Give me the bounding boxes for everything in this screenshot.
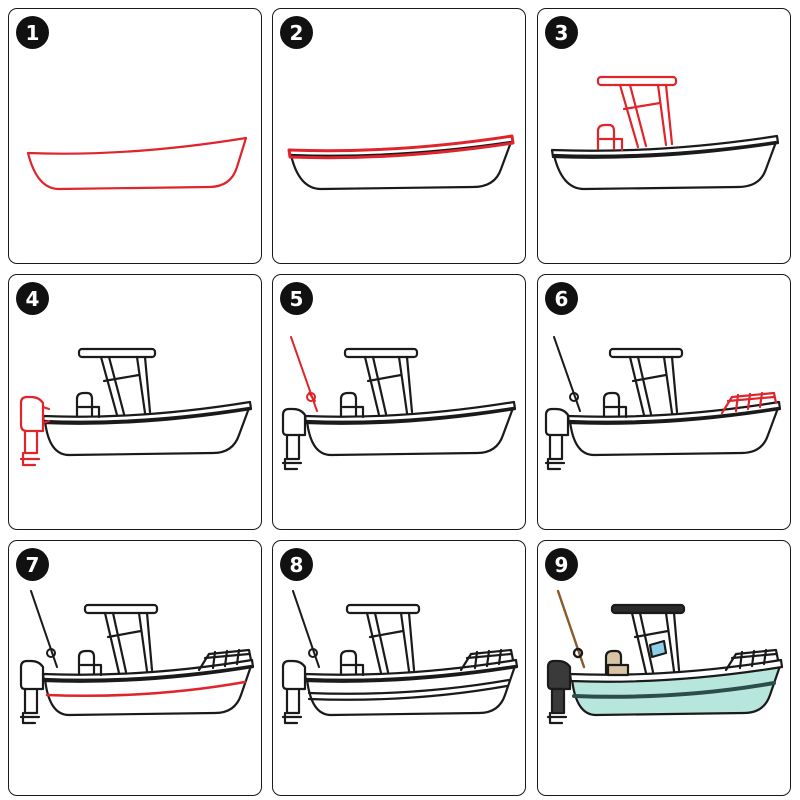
fishing-rod-icon (292, 590, 320, 668)
bow-rail (197, 648, 253, 672)
fishing-rod-icon (556, 589, 586, 669)
windshield (648, 639, 668, 659)
seat (596, 123, 624, 152)
gunwale-rail (41, 658, 255, 683)
step-panel-4: 4 (8, 274, 262, 530)
boat-drawing-step-7 (19, 590, 255, 725)
seat (75, 391, 101, 419)
boat-drawing-step-9 (546, 589, 784, 725)
bow-rail (720, 391, 778, 415)
hull-outline (289, 140, 513, 191)
step-number-badge: 2 (280, 16, 313, 49)
t-top-frame (83, 603, 159, 675)
outboard-motor (281, 659, 307, 725)
step-panel-8: 8 (272, 540, 526, 796)
step-number-badge: 5 (280, 282, 313, 315)
hull-outline (26, 136, 248, 191)
gunwale-rail (303, 658, 519, 683)
step-panel-5: 5 (272, 274, 526, 530)
seat (339, 391, 365, 419)
step-panel-7: 7 (8, 540, 262, 796)
hull-outline (43, 664, 253, 717)
step-number-badge: 3 (545, 16, 578, 49)
hull-stripe (45, 680, 247, 698)
t-top-frame (610, 603, 686, 675)
outboard-motor (281, 407, 307, 471)
outboard-motor (19, 659, 45, 725)
bow-rail (724, 648, 780, 672)
seat (604, 649, 630, 677)
step-number-badge: 4 (16, 282, 49, 315)
boat-drawing-step-1 (26, 136, 248, 191)
t-top-frame (608, 347, 684, 417)
t-top-frame (596, 75, 678, 149)
fishing-rod-icon (30, 590, 58, 668)
gunwale-rail (303, 400, 517, 425)
t-top-frame (77, 347, 157, 417)
step-panel-2: 2 (272, 8, 526, 264)
t-top-roof (610, 603, 686, 615)
hull-outline (305, 406, 515, 457)
hull-outline (568, 406, 780, 457)
hull-stripe (307, 678, 511, 701)
hull-outline (305, 664, 517, 717)
step-number-badge: 6 (545, 282, 578, 315)
boat-drawing-step-8 (281, 590, 519, 725)
hull-stripe (572, 681, 776, 699)
hull-outline (552, 140, 778, 191)
bow-rail (459, 648, 515, 672)
fishing-rod-icon (553, 336, 581, 412)
gunwale-rail (41, 400, 253, 425)
seat (602, 391, 628, 419)
boat-drawing-step-6 (544, 336, 782, 471)
boat-drawing-step-2 (287, 134, 515, 191)
hull-outline (43, 406, 251, 457)
step-panel-3: 3 (537, 8, 791, 264)
step-panel-9: 9 (537, 540, 791, 796)
gunwale-rail (568, 658, 784, 683)
step-number-badge: 9 (545, 548, 578, 581)
t-top-frame (345, 603, 421, 675)
step-number-badge: 1 (16, 16, 49, 49)
outboard-motor (19, 395, 51, 467)
step-number-badge: 7 (16, 548, 49, 581)
seat (339, 649, 365, 677)
step-panel-1: 1 (8, 8, 262, 264)
boat-drawing-step-4 (19, 347, 253, 467)
gunwale-rail (550, 134, 780, 159)
t-top-frame (343, 347, 419, 417)
boat-drawing-step-3 (550, 75, 780, 191)
outboard-motor (544, 407, 570, 471)
gunwale-rail (287, 134, 515, 160)
seat (77, 649, 103, 677)
gunwale-rail (566, 400, 782, 425)
fishing-rod-icon (290, 336, 318, 412)
boat-drawing-step-5 (281, 336, 517, 471)
step-number-badge: 8 (280, 548, 313, 581)
outboard-motor (546, 659, 572, 725)
step-panel-6: 6 (537, 274, 791, 530)
